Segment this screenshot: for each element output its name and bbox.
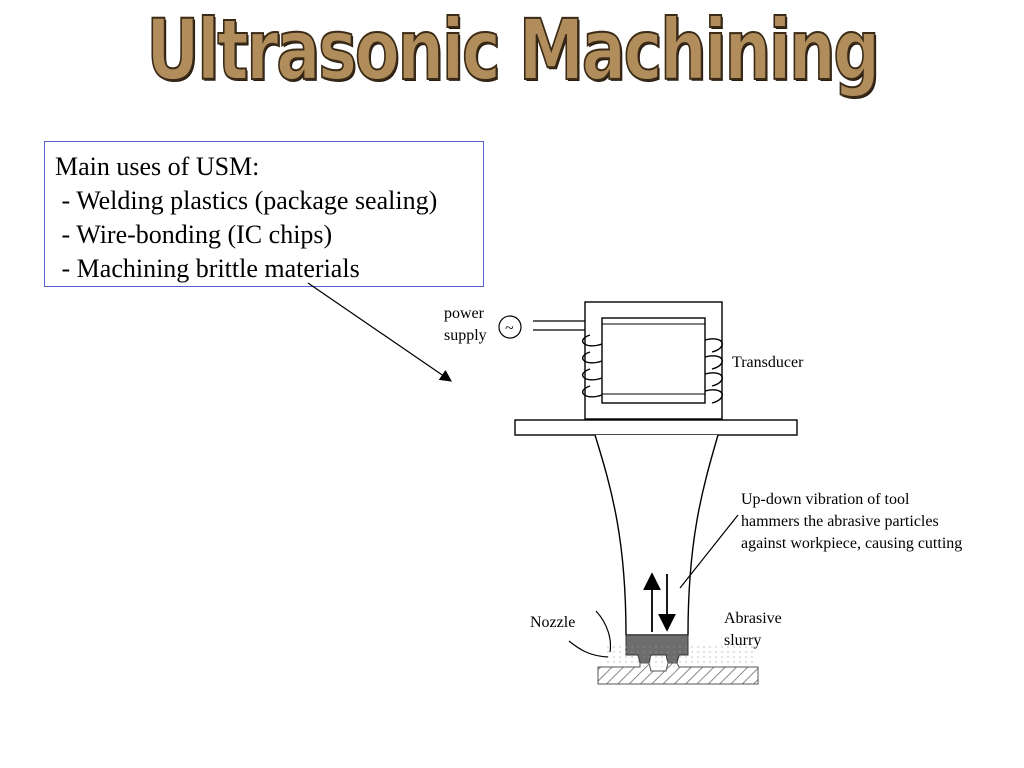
workpiece bbox=[597, 662, 759, 685]
left-coil bbox=[582, 334, 603, 398]
main-uses-box: Main uses of USM: - Welding plastics (pa… bbox=[44, 141, 484, 287]
power-supply-label-line1: power bbox=[444, 305, 485, 322]
slurry-label-line1: Abrasive bbox=[724, 610, 782, 627]
transducer-label: Transducer bbox=[732, 354, 804, 371]
pointer-arrow bbox=[307, 282, 452, 382]
transducer-core bbox=[601, 317, 706, 404]
tool-horn bbox=[594, 434, 719, 636]
vibration-label-line3: against workpiece, causing cutting bbox=[741, 535, 962, 552]
abrasive-slurry-region bbox=[605, 645, 755, 667]
vibration-label-line1: Up-down vibration of tool bbox=[741, 491, 910, 508]
vibration-callout-line bbox=[679, 514, 739, 589]
uses-item-wire-bonding: - Wire-bonding (IC chips) bbox=[55, 220, 333, 249]
ac-symbol: ~ bbox=[505, 320, 514, 337]
vibration-label-line2: hammers the abrasive particles bbox=[741, 513, 939, 530]
slurry-label-line2: slurry bbox=[724, 632, 761, 649]
uses-item-machining: - Machining brittle materials bbox=[55, 254, 360, 283]
right-coil bbox=[704, 338, 723, 404]
mounting-plate bbox=[514, 419, 798, 436]
nozzle-label: Nozzle bbox=[530, 614, 575, 631]
ac-source-icon bbox=[498, 315, 522, 339]
nozzle-icon bbox=[568, 610, 612, 658]
slide-title: Ultrasonic Machining bbox=[145, 1, 880, 99]
uses-item-welding: - Welding plastics (package sealing) bbox=[55, 186, 438, 215]
power-supply-label-line2: supply bbox=[444, 327, 487, 344]
uses-heading: Main uses of USM: bbox=[55, 152, 260, 181]
